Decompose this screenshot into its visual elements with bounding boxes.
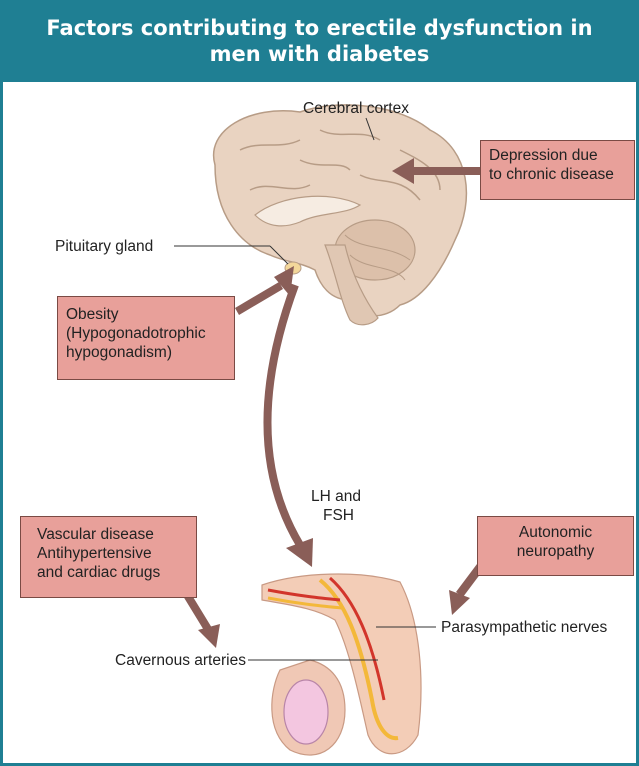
cerebral-cortex-label: Cerebral cortex xyxy=(303,99,409,118)
vascular-line1: Vascular disease xyxy=(37,525,180,544)
vascular-line2: Antihypertensive xyxy=(37,544,180,563)
obesity-line1: Obesity xyxy=(66,305,226,324)
vascular-factor-box: Vascular disease Antihypertensive and ca… xyxy=(20,516,197,598)
depression-line2: to chronic disease xyxy=(489,165,626,184)
depression-line1: Depression due xyxy=(489,146,626,165)
cavernous-arteries-label: Cavernous arteries xyxy=(115,651,246,670)
lh-fsh-line2: FSH xyxy=(311,506,361,525)
obesity-line3: hypogonadism) xyxy=(66,343,226,362)
autonomic-factor-box: Autonomic neuropathy xyxy=(477,516,634,576)
vascular-line3: and cardiac drugs xyxy=(37,563,180,582)
autonomic-line2: neuropathy xyxy=(486,542,625,561)
lh-fsh-label: LH and FSH xyxy=(311,487,361,525)
lh-fsh-line1: LH and xyxy=(311,487,361,506)
autonomic-line1: Autonomic xyxy=(486,523,625,542)
obesity-line2: (Hypogonadotrophic xyxy=(66,324,226,343)
depression-factor-box: Depression due to chronic disease xyxy=(480,140,635,200)
parasympathetic-nerves-label: Parasympathetic nerves xyxy=(441,618,607,637)
obesity-factor-box: Obesity (Hypogonadotrophic hypogonadism) xyxy=(57,296,235,380)
penis-illustration xyxy=(262,574,421,755)
brain-illustration xyxy=(214,105,467,325)
pituitary-gland-label: Pituitary gland xyxy=(55,237,153,256)
